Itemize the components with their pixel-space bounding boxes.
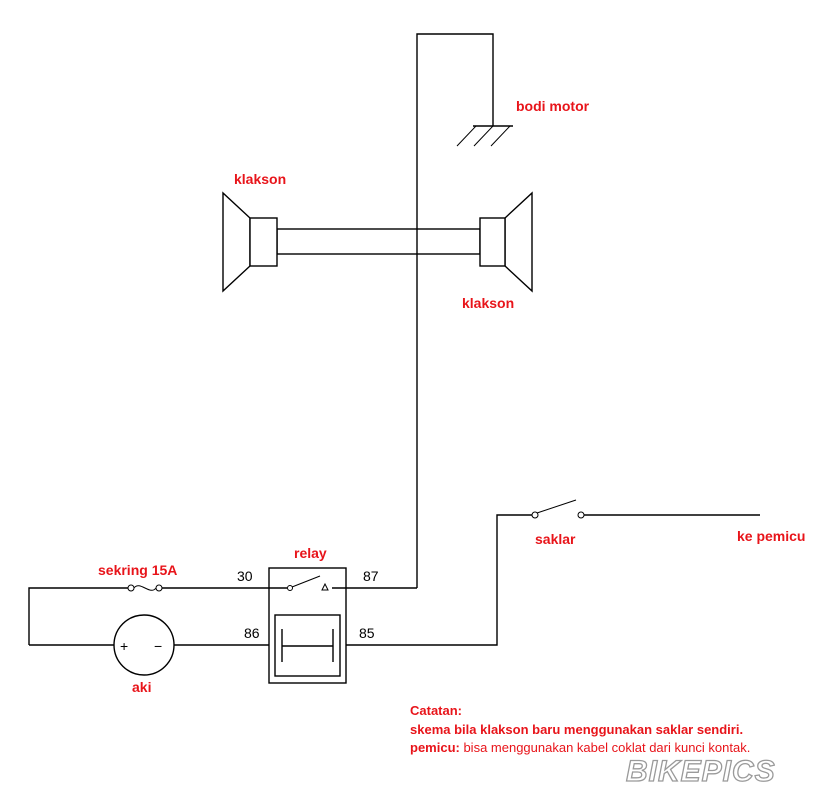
power-circuit-wire: [28, 587, 417, 645]
label-fuse: sekring 15A: [98, 562, 177, 578]
pin-87-label: 87: [363, 568, 379, 584]
battery-icon: [113, 614, 175, 676]
label-switch: saklar: [535, 531, 576, 547]
horn-left-icon: [222, 191, 278, 293]
pin-86-label: 86: [244, 625, 260, 641]
note-line-1: skema bila klakson baru menggunakan sakl…: [410, 722, 743, 737]
note-line-2: pemicu: bisa menggunakan kabel coklat da…: [410, 740, 750, 755]
switch-circuit-wire: [346, 514, 760, 646]
horn-connection-bar: [276, 228, 481, 255]
note-title: Catatan:: [410, 703, 462, 718]
label-battery: aki: [132, 679, 151, 695]
relay-switch-contact-icon: [287, 575, 329, 591]
horn-right-icon: [479, 191, 533, 293]
pin-30-label: 30: [237, 568, 253, 584]
label-horn-right: klakson: [462, 295, 514, 311]
label-horn-left: klakson: [234, 171, 286, 187]
relay-icon: [268, 567, 347, 684]
label-relay: relay: [294, 545, 327, 561]
label-body-ground: bodi motor: [516, 98, 590, 114]
ground-wire: [416, 33, 494, 588]
watermark-logo: BIKEPICS: [626, 755, 776, 788]
battery-minus-sign: −: [154, 638, 162, 654]
pin-85-label: 85: [359, 625, 375, 641]
note-line-2-rest: bisa menggunakan kabel coklat dari kunci…: [460, 740, 751, 755]
ground-symbol-icon: [456, 125, 513, 147]
note-line-2-bold: pemicu:: [410, 740, 460, 755]
label-to-trigger: ke pemicu: [737, 528, 805, 544]
fuse-icon: [127, 584, 163, 592]
switch-icon: [531, 499, 585, 519]
battery-plus-sign: +: [120, 638, 128, 654]
